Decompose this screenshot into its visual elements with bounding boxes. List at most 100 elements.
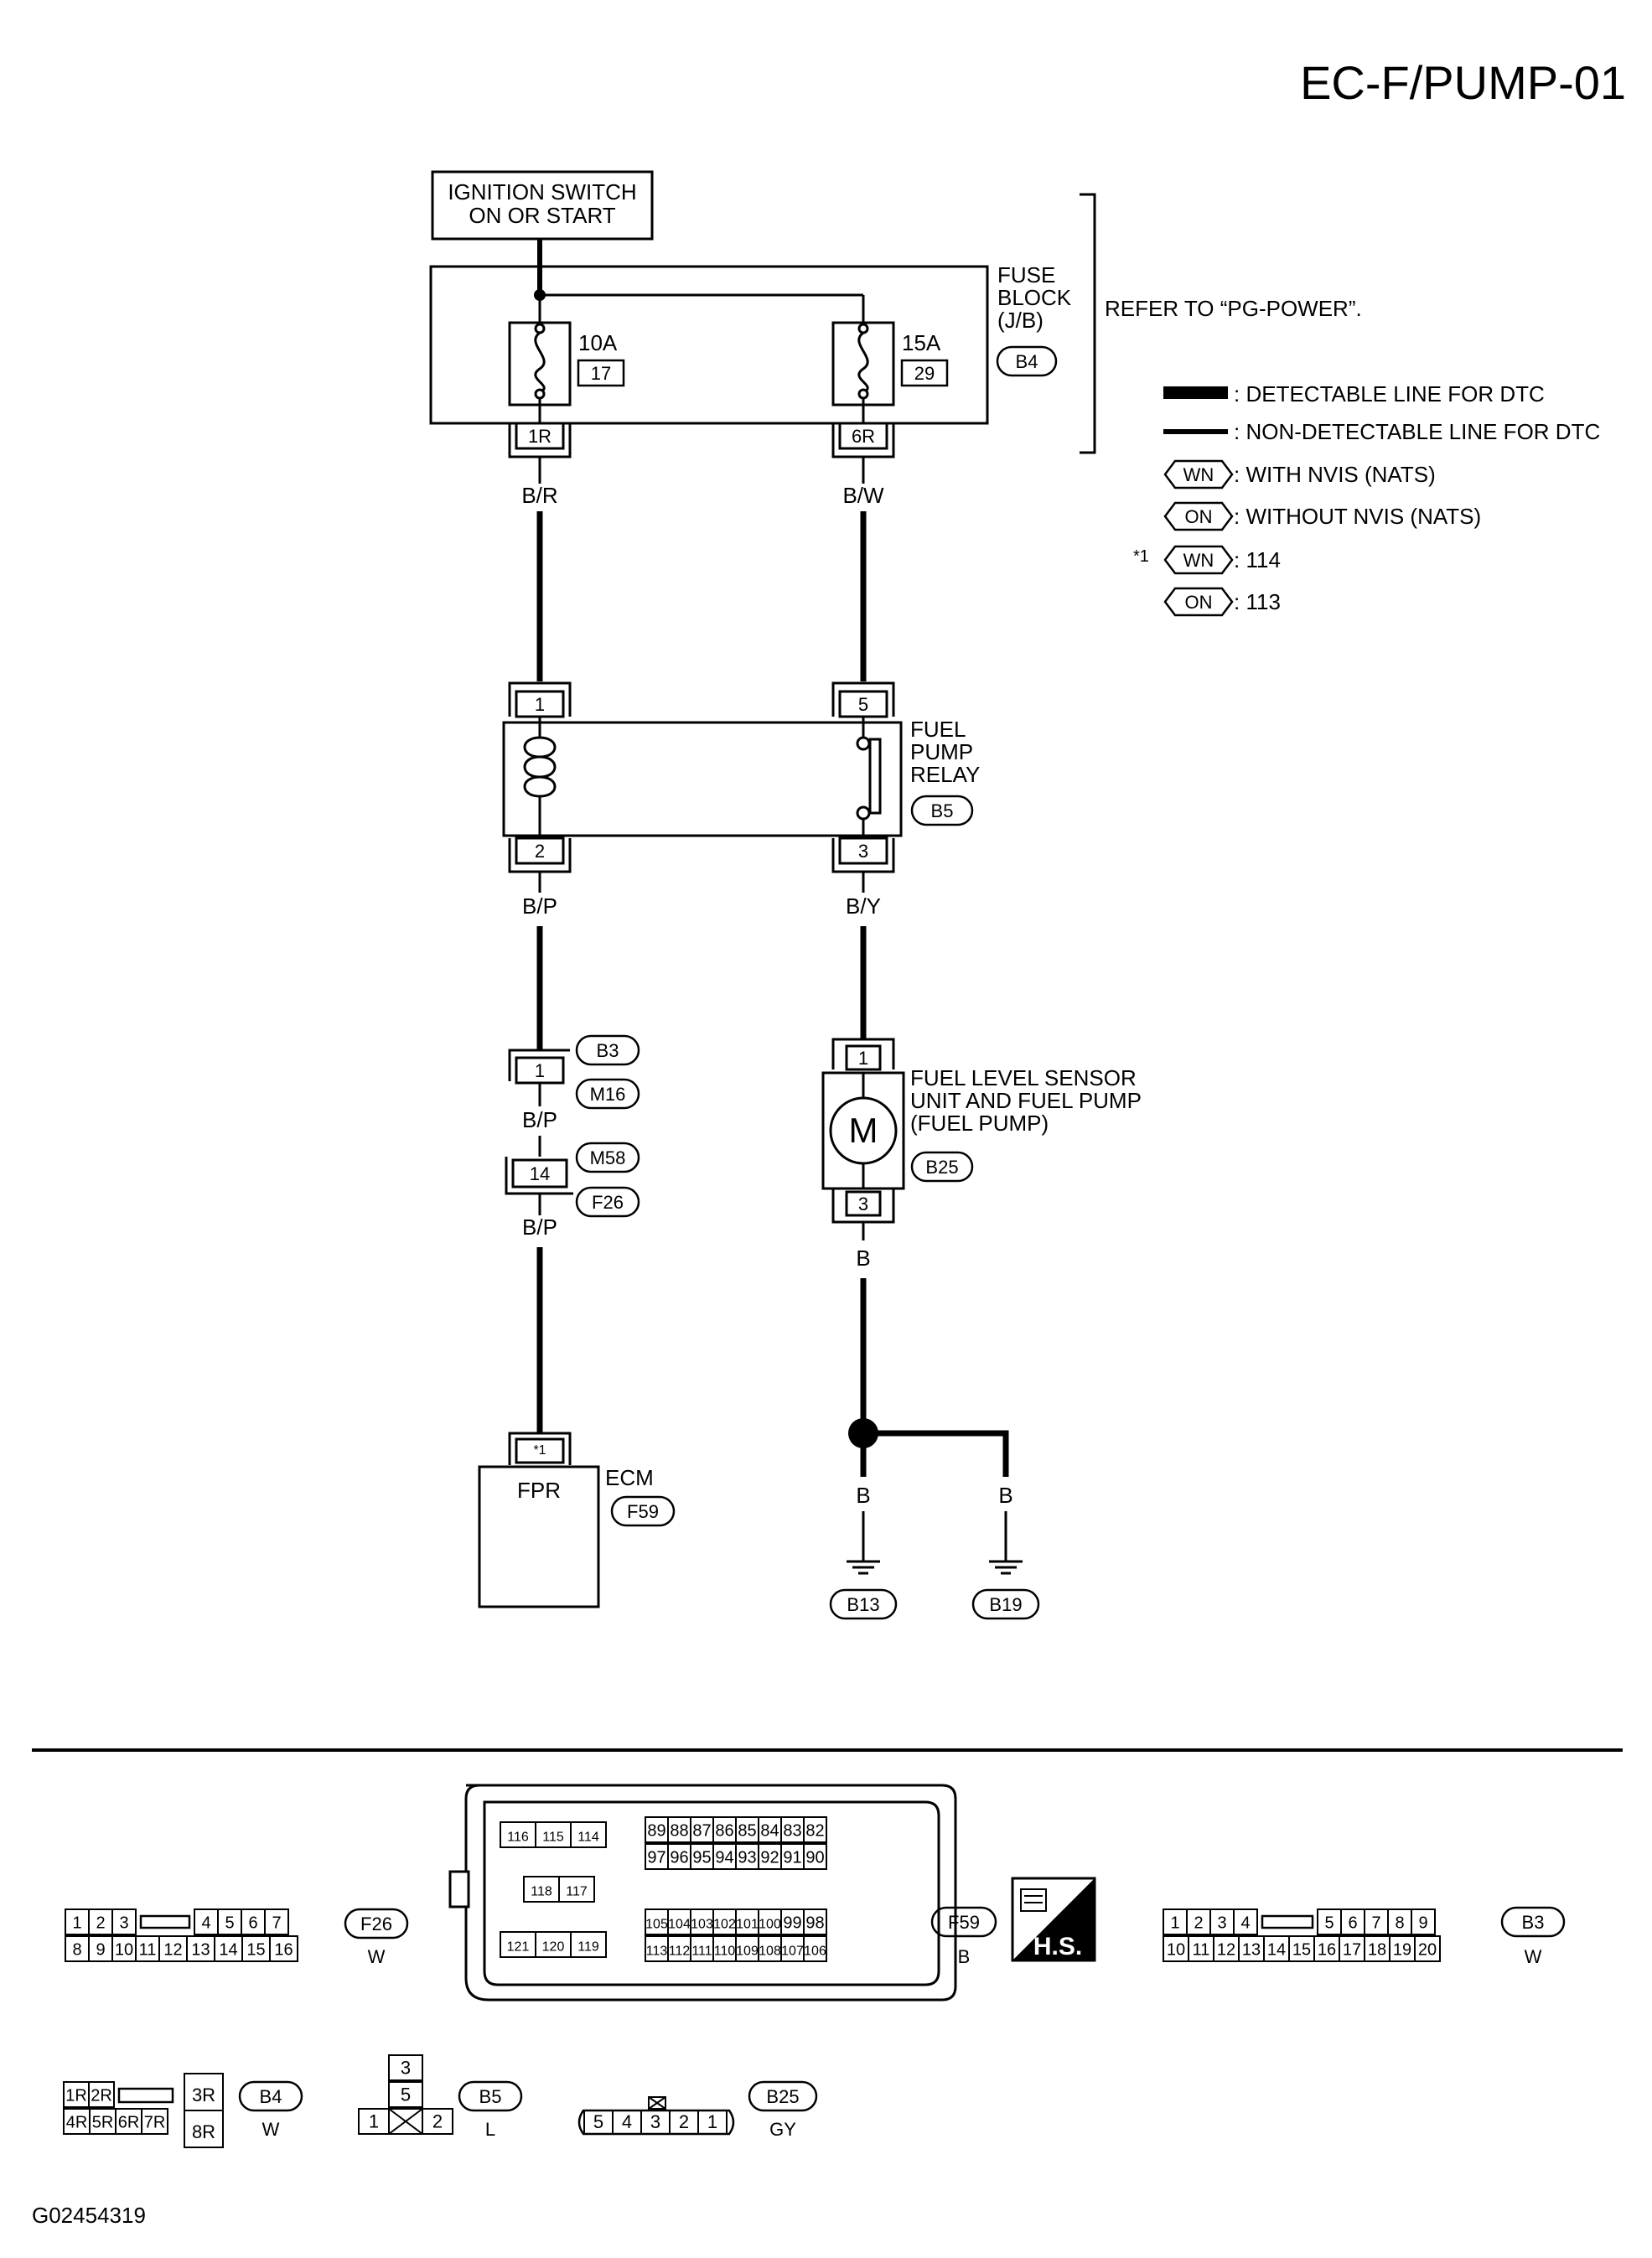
fuse-b-number: 29 xyxy=(914,363,935,384)
relay-pin-2: 2 xyxy=(535,841,545,862)
f59-pin-100: 100 xyxy=(759,1918,781,1932)
fuel-pump-relay: 1 5 2 3 FUEL PUMP RELAY B5 xyxy=(502,681,980,873)
b3-pin-1: 1 xyxy=(1170,1914,1179,1933)
pump-label-2: UNIT AND FUEL PUMP xyxy=(910,1088,1142,1113)
fuse-block-label-1: FUSE xyxy=(997,262,1055,287)
f59-id: F59 xyxy=(948,1912,980,1933)
f59-pin-93: 93 xyxy=(738,1849,756,1867)
b3-pin-13: 13 xyxy=(1242,1941,1261,1960)
relay-switch xyxy=(868,738,882,815)
b4-id: B4 xyxy=(260,2086,282,2107)
f59-pin-98-cell xyxy=(803,1908,827,1935)
f59-key xyxy=(448,1870,470,1908)
f26-pin-2: 2 xyxy=(96,1914,105,1933)
f59-pin-108: 108 xyxy=(759,1945,781,1959)
b3-latch xyxy=(1261,1914,1314,1929)
b3-id: B3 xyxy=(1522,1912,1545,1933)
b5-pin-1: 1 xyxy=(369,2111,379,2132)
f59-pin-82-cell xyxy=(803,1816,827,1843)
f59-pin-104: 104 xyxy=(668,1918,691,1932)
f59-pin-88: 88 xyxy=(670,1822,688,1841)
wire-color-b-2: B xyxy=(856,1483,870,1508)
wire-color-bp-1: B/P xyxy=(522,893,557,919)
f26-pin-13: 13 xyxy=(191,1941,210,1960)
ecm-label: ECM xyxy=(605,1465,654,1490)
f26-pin-16-cell xyxy=(269,1935,298,1962)
hs-label: H.S. xyxy=(1033,1933,1082,1960)
b3-pin-11: 11 xyxy=(1193,1941,1210,1960)
f59-pin-111: 111 xyxy=(691,1945,712,1959)
wire-color-b-1: B xyxy=(856,1246,870,1271)
f59-pin-115: 115 xyxy=(542,1831,564,1845)
wire-color-bp-2: B/P xyxy=(522,1107,557,1132)
ignition-label-1: IGNITION SWITCH xyxy=(448,179,636,205)
legend-thick-line xyxy=(1163,386,1228,399)
wire-color-b-3: B xyxy=(998,1483,1012,1508)
b5-color: L xyxy=(485,2119,495,2140)
relay-label-1: FUEL xyxy=(910,717,966,742)
b4-pin-3r: 3R xyxy=(192,2085,215,2105)
f59-pin-87: 87 xyxy=(692,1822,711,1841)
relay-pin-1: 1 xyxy=(535,694,545,715)
b3-pin-4-cell xyxy=(1233,1908,1258,1935)
b3-pin-4: 4 xyxy=(1240,1914,1250,1933)
ecm-terminal: FPR xyxy=(517,1478,561,1503)
b3-pin-20-cell xyxy=(1414,1935,1441,1962)
f59-pin-105: 105 xyxy=(645,1918,668,1932)
f26-pin-7: 7 xyxy=(272,1914,281,1933)
f26-pin-3-cell xyxy=(111,1908,137,1935)
f26-pin-4: 4 xyxy=(201,1914,210,1933)
ground-b13: B13 xyxy=(847,1594,879,1615)
wires-upper: B/R B/W xyxy=(521,457,884,681)
b4-latch xyxy=(117,2087,174,2104)
f26-pin-6: 6 xyxy=(248,1914,257,1933)
f26-pin-12: 12 xyxy=(163,1941,182,1960)
b4-pin-7r: 7R xyxy=(144,2114,166,2132)
f59-pin-110: 110 xyxy=(714,1945,736,1959)
b3-pin-17: 17 xyxy=(1343,1941,1361,1960)
f26-pin-14: 14 xyxy=(219,1941,237,1960)
f26-pin-9: 9 xyxy=(96,1941,105,1960)
b3-pin-15: 15 xyxy=(1292,1941,1311,1960)
f26-pin-11: 11 xyxy=(139,1941,157,1960)
relay-coil xyxy=(523,736,541,798)
b3-pin-10: 10 xyxy=(1167,1941,1185,1960)
fuse-a-rating: 10A xyxy=(578,330,618,355)
b3-color: W xyxy=(1525,1946,1542,1967)
ecm-branch: B/P 1 B3 M16 B/P 14 M58 F26 B/P *1 FPR E… xyxy=(478,872,676,1608)
f59-pin-113: 113 xyxy=(646,1945,668,1959)
b5-pin-3-cell xyxy=(388,2054,423,2081)
f59-pin-109: 109 xyxy=(736,1945,759,1959)
b4-pin-5r: 5R xyxy=(92,2114,114,2132)
f26-color: W xyxy=(368,1946,386,1967)
b5-pin-5-cell xyxy=(388,2081,423,2108)
f59-pin-82: 82 xyxy=(805,1822,824,1841)
motor-letter: M xyxy=(849,1111,878,1150)
relay-pin-3: 3 xyxy=(858,841,868,862)
b25-pin-1-cell xyxy=(697,2110,728,2135)
ecm-box xyxy=(478,1465,600,1608)
fuse-block-connector: B4 xyxy=(1016,351,1038,372)
b25-color: GY xyxy=(769,2119,796,2140)
f59-pin-84: 84 xyxy=(760,1822,779,1841)
f59-pin-96: 96 xyxy=(670,1849,688,1867)
legend-on-text: : WITHOUT NVIS (NATS) xyxy=(1234,504,1481,529)
inline-c1-bottom: M16 xyxy=(590,1084,626,1105)
f59-pin-120: 120 xyxy=(542,1940,565,1955)
ignition-switch-box: IGNITION SWITCH ON OR START xyxy=(431,170,654,241)
legend: : DETECTABLE LINE FOR DTC : NON-DETECTAB… xyxy=(1133,381,1600,617)
inline-c1-pin: 1 xyxy=(535,1060,545,1081)
b4-id-outline xyxy=(238,2080,303,2112)
f26-pin-15: 15 xyxy=(246,1941,265,1960)
b3-pin-5: 5 xyxy=(1324,1914,1334,1933)
inline-c2-bottom: F26 xyxy=(592,1192,624,1213)
fuse-a-number: 17 xyxy=(591,363,611,384)
b3-pin-7: 7 xyxy=(1371,1914,1380,1933)
legend-star: *1 xyxy=(1133,547,1149,566)
b3-pin-3: 3 xyxy=(1217,1914,1226,1933)
relay-pin-5: 5 xyxy=(858,694,868,715)
b5-pin-2: 2 xyxy=(432,2111,443,2132)
b5-blank-x xyxy=(388,2108,423,2135)
